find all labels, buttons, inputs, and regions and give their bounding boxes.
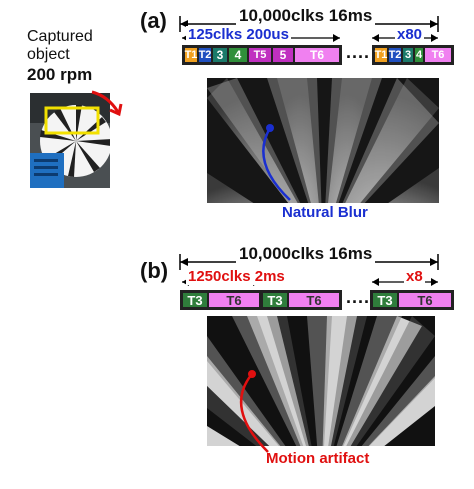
seg-5: 5 bbox=[272, 47, 294, 63]
natural-blur-svg bbox=[207, 78, 439, 203]
seg-t2: T2 bbox=[198, 47, 212, 63]
seg-t2-b: T2 bbox=[388, 47, 402, 63]
motion-artifact-label: Motion artifact bbox=[266, 450, 370, 467]
seg-3-b: 3 bbox=[402, 47, 414, 63]
natural-blur-image bbox=[207, 78, 439, 203]
panel-a-repeat-label: x80 bbox=[395, 26, 425, 43]
object-photo-svg bbox=[30, 93, 110, 188]
panel-a-sub-label: 125clks 200us bbox=[186, 26, 291, 43]
captured-object-caption: Captured object 200 rpm bbox=[27, 28, 117, 84]
panel-b-total-label: 10,000clks 16ms bbox=[236, 244, 376, 264]
seg-t1-b: T1 bbox=[374, 47, 388, 63]
seg-t6-pink: T6 bbox=[208, 292, 260, 308]
object-photo bbox=[30, 93, 110, 188]
seg-t3-c: T3 bbox=[372, 292, 398, 308]
panel-b-timing-strip-2: T3 T6 bbox=[260, 290, 342, 310]
panel-b-dots: .... bbox=[346, 287, 371, 307]
roi-box bbox=[44, 106, 100, 135]
motion-artifact-image bbox=[207, 316, 435, 446]
rpm-label: 200 rpm bbox=[27, 65, 93, 84]
seg-4: 4 bbox=[228, 47, 248, 63]
seg-t3: T3 bbox=[182, 292, 208, 308]
panel-a-dots: .... bbox=[346, 42, 371, 62]
seg-t6: T6 bbox=[294, 47, 340, 63]
panel-a-timing-strip-2: T1 T2 3 4 T6 bbox=[372, 45, 454, 65]
panel-a-timing-strip-1: T1 T2 3 4 T5 5 T6 bbox=[182, 45, 342, 65]
natural-blur-pointer bbox=[262, 124, 291, 201]
panel-b-sub-label: 1250clks 2ms bbox=[186, 268, 287, 285]
natural-blur-label: Natural Blur bbox=[282, 204, 368, 221]
seg-3: 3 bbox=[212, 47, 228, 63]
panel-b-repeat-label: x8 bbox=[404, 268, 425, 285]
seg-5-b: T6 bbox=[424, 47, 452, 63]
seg-t6-pink-b: T6 bbox=[288, 292, 340, 308]
seg-t5: T5 bbox=[248, 47, 272, 63]
seg-t3-b: T3 bbox=[262, 292, 288, 308]
caption-line-2: object bbox=[27, 46, 70, 63]
panel-b-label: (b) bbox=[140, 258, 169, 283]
rotation-arrow-icon bbox=[91, 90, 123, 117]
panel-a-label: (a) bbox=[140, 8, 167, 33]
motion-artifact-pointer bbox=[239, 370, 269, 453]
motion-artifact-svg bbox=[207, 316, 435, 446]
panel-b-timing-strip-3: T3 T6 bbox=[370, 290, 454, 310]
panel-a-total-label: 10,000clks 16ms bbox=[236, 6, 376, 26]
seg-t1: T1 bbox=[184, 47, 198, 63]
caption-line-1: Captured bbox=[27, 28, 93, 45]
panel-b-timing-strip-1: T3 T6 bbox=[180, 290, 262, 310]
seg-t6-pink-c: T6 bbox=[398, 292, 452, 308]
seg-4-b: 4 bbox=[414, 47, 424, 63]
